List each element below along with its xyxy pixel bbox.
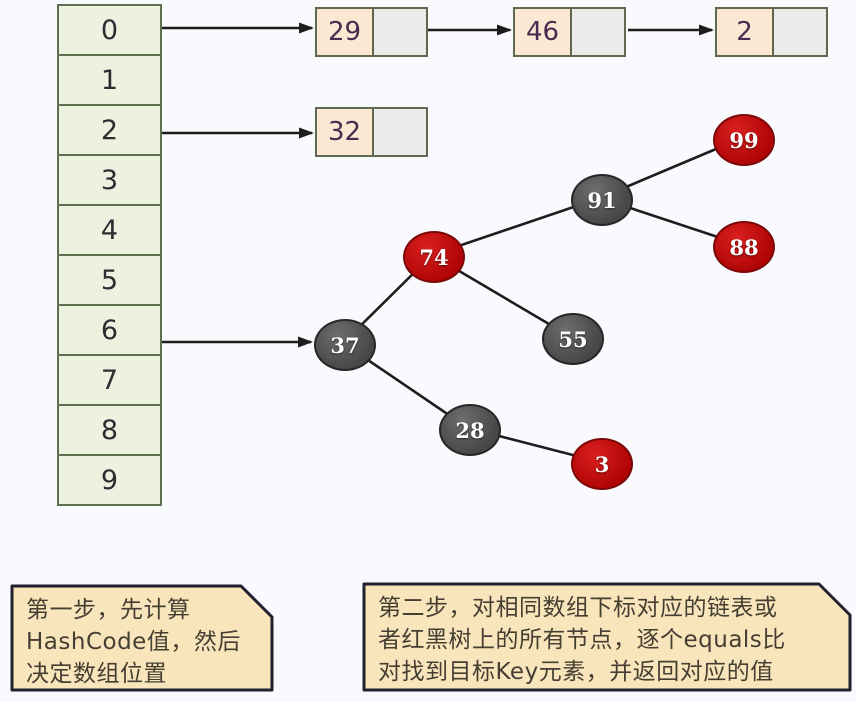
list-node-29-next-pointer — [374, 9, 426, 55]
tree-node-28-value: 28 — [455, 417, 485, 443]
tree-node-74: 74 — [403, 231, 465, 283]
array-cell-6: 6 — [57, 304, 162, 356]
step1-note-text: 第一步，先计算 HashCode值，然后 决定数组位置 — [26, 597, 241, 687]
list-node-32: 32 — [315, 107, 428, 157]
tree-node-3-value: 3 — [594, 451, 610, 477]
array-cell-3: 3 — [57, 154, 162, 206]
list-node-29: 29 — [315, 7, 428, 57]
tree-node-88: 88 — [713, 221, 775, 273]
list-node-46: 46 — [513, 7, 626, 57]
array-cell-0: 0 — [57, 4, 162, 56]
tree-node-99: 99 — [713, 114, 775, 166]
tree-node-91-value: 91 — [587, 187, 617, 213]
array-cell-8: 8 — [57, 404, 162, 456]
tree-node-28: 28 — [439, 404, 501, 456]
array-cell-7: 7 — [57, 354, 162, 406]
list-node-32-next-pointer — [374, 109, 426, 155]
list-node-46-next-pointer — [572, 9, 624, 55]
list-node-2-key: 2 — [717, 9, 774, 55]
tree-node-99-value: 99 — [729, 127, 759, 153]
list-node-46-key: 46 — [515, 9, 572, 55]
tree-node-55-value: 55 — [558, 326, 588, 352]
array-cell-5: 5 — [57, 254, 162, 306]
step2-note-text: 第二步，对相同数组下标对应的链表或 者红黑树上的所有节点，逐个equals比 对… — [378, 595, 786, 685]
step2-note-shape — [362, 582, 852, 692]
tree-node-91: 91 — [571, 174, 633, 226]
array-cell-2: 2 — [57, 104, 162, 156]
tree-node-74-value: 74 — [419, 244, 449, 270]
tree-node-55: 55 — [542, 313, 604, 365]
bucket-array: 0 1 2 3 4 5 6 7 8 9 — [57, 4, 162, 506]
tree-node-88-value: 88 — [729, 234, 759, 260]
list-node-2-next-pointer — [774, 9, 826, 55]
tree-node-37-value: 37 — [330, 332, 360, 358]
array-cell-1: 1 — [57, 54, 162, 106]
array-cell-9: 9 — [57, 454, 162, 506]
tree-node-37: 37 — [314, 319, 376, 371]
list-node-2: 2 — [715, 7, 828, 57]
list-node-29-key: 29 — [317, 9, 374, 55]
step1-note-shape — [10, 584, 274, 692]
array-cell-4: 4 — [57, 204, 162, 256]
tree-node-3: 3 — [571, 438, 633, 490]
list-node-32-key: 32 — [317, 109, 374, 155]
